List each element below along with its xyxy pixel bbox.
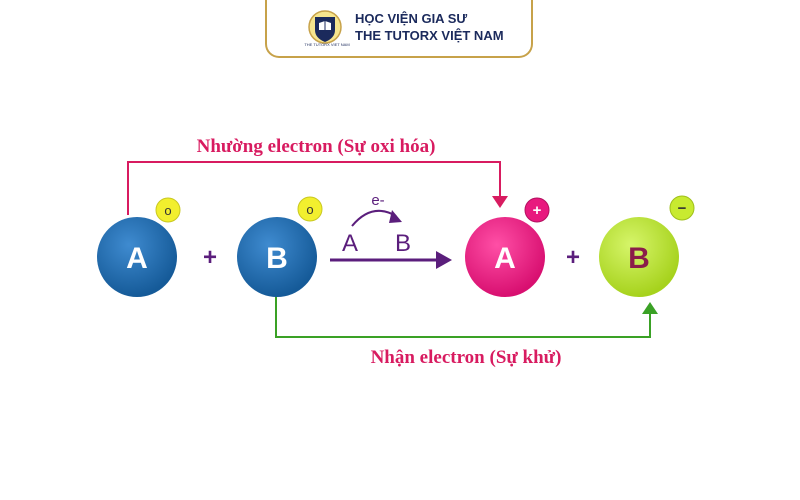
brand-line-1: HỌC VIỆN GIA SƯ xyxy=(355,11,468,26)
reduction-arrowhead xyxy=(642,302,658,314)
electron-label: e- xyxy=(371,192,384,209)
charge-a-left: o xyxy=(164,203,171,218)
electron-transfer-arrowhead xyxy=(389,210,402,223)
atom-b-left xyxy=(237,217,317,297)
reaction-arrowhead xyxy=(436,251,452,269)
charge-badge-b-left xyxy=(297,196,323,222)
reduction-path xyxy=(275,296,651,338)
atom-a-left-letter: A xyxy=(126,242,148,275)
oxidation-arrowhead xyxy=(492,196,508,208)
atom-a-right xyxy=(465,217,545,297)
oxidation-path xyxy=(127,161,501,215)
atom-b-right-letter: B xyxy=(628,242,650,275)
oxidation-label: Nhường electron (Sự oxi hóa) xyxy=(197,136,436,157)
charge-b-right: − xyxy=(678,200,687,217)
mid-letter-a: A xyxy=(342,230,358,257)
charge-badge-a-left xyxy=(155,197,181,223)
logo-caption: THE TUTORX VIET NAM xyxy=(304,42,350,47)
shield-logo-icon xyxy=(308,10,342,44)
plus-sign-left: + xyxy=(203,244,217,271)
charge-badge-a-right xyxy=(524,197,550,223)
charge-a-right: + xyxy=(533,202,542,219)
brand-line-2: THE TUTORX VIỆT NAM xyxy=(355,28,504,43)
charge-b-left: o xyxy=(306,202,313,217)
electron-transfer-arc xyxy=(351,209,397,227)
reduction-label: Nhận electron (Sự khử) xyxy=(371,347,562,368)
atom-b-left-letter: B xyxy=(266,242,288,275)
plus-sign-right: + xyxy=(566,244,580,271)
mid-letter-b: B xyxy=(395,230,411,257)
atom-a-right-letter: A xyxy=(494,242,516,275)
header-banner: THE TUTORX VIET NAM HỌC VIỆN GIA SƯ THE … xyxy=(265,0,533,58)
charge-badge-b-right xyxy=(669,195,695,221)
atom-b-right xyxy=(599,217,679,297)
atom-a-left xyxy=(97,217,177,297)
